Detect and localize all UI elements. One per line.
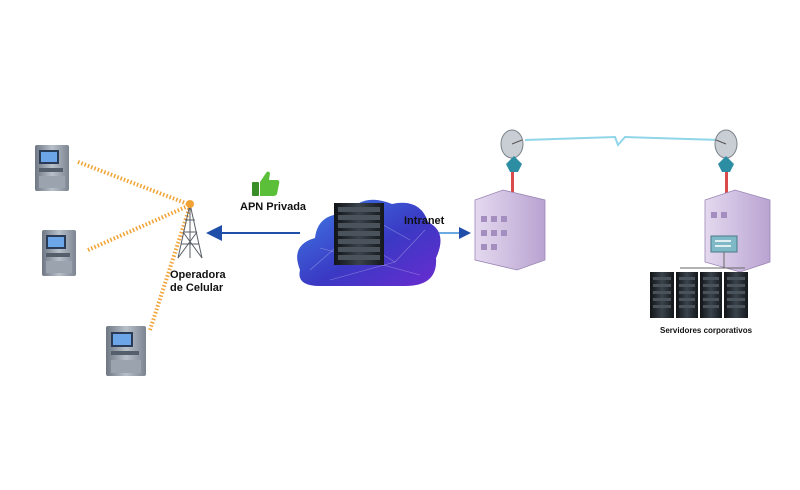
microwave-link — [524, 135, 721, 147]
server-cluster-icon — [650, 272, 748, 318]
signal-atm1 — [77, 160, 189, 206]
cell-operator-label-line1: Operadora — [170, 269, 226, 281]
network-switch-icon — [710, 235, 738, 253]
server-rack-icon — [334, 203, 384, 265]
wireless-signal-lines — [77, 160, 192, 331]
private-apn-label: APN Privada — [240, 201, 307, 213]
building-icon — [474, 189, 546, 271]
signal-atm2 — [87, 204, 189, 252]
dish-antenna-icon — [500, 129, 524, 204]
dish-antenna-icon — [714, 129, 738, 204]
corporate-servers-label: Servidores corporativos — [660, 326, 753, 335]
cell-operator-label: Operadora de Celular — [170, 269, 226, 295]
thumbs-up-icon — [252, 171, 280, 196]
cell-operator-label-line2: de Celular — [170, 282, 224, 295]
cell-tower-icon — [177, 200, 203, 259]
atm-icon — [42, 230, 76, 276]
atm-icon — [106, 326, 146, 376]
signal-atm3 — [148, 205, 192, 331]
intranet-label: Intranet — [404, 215, 445, 227]
atm-icon — [35, 145, 69, 191]
building-icon — [704, 189, 771, 273]
